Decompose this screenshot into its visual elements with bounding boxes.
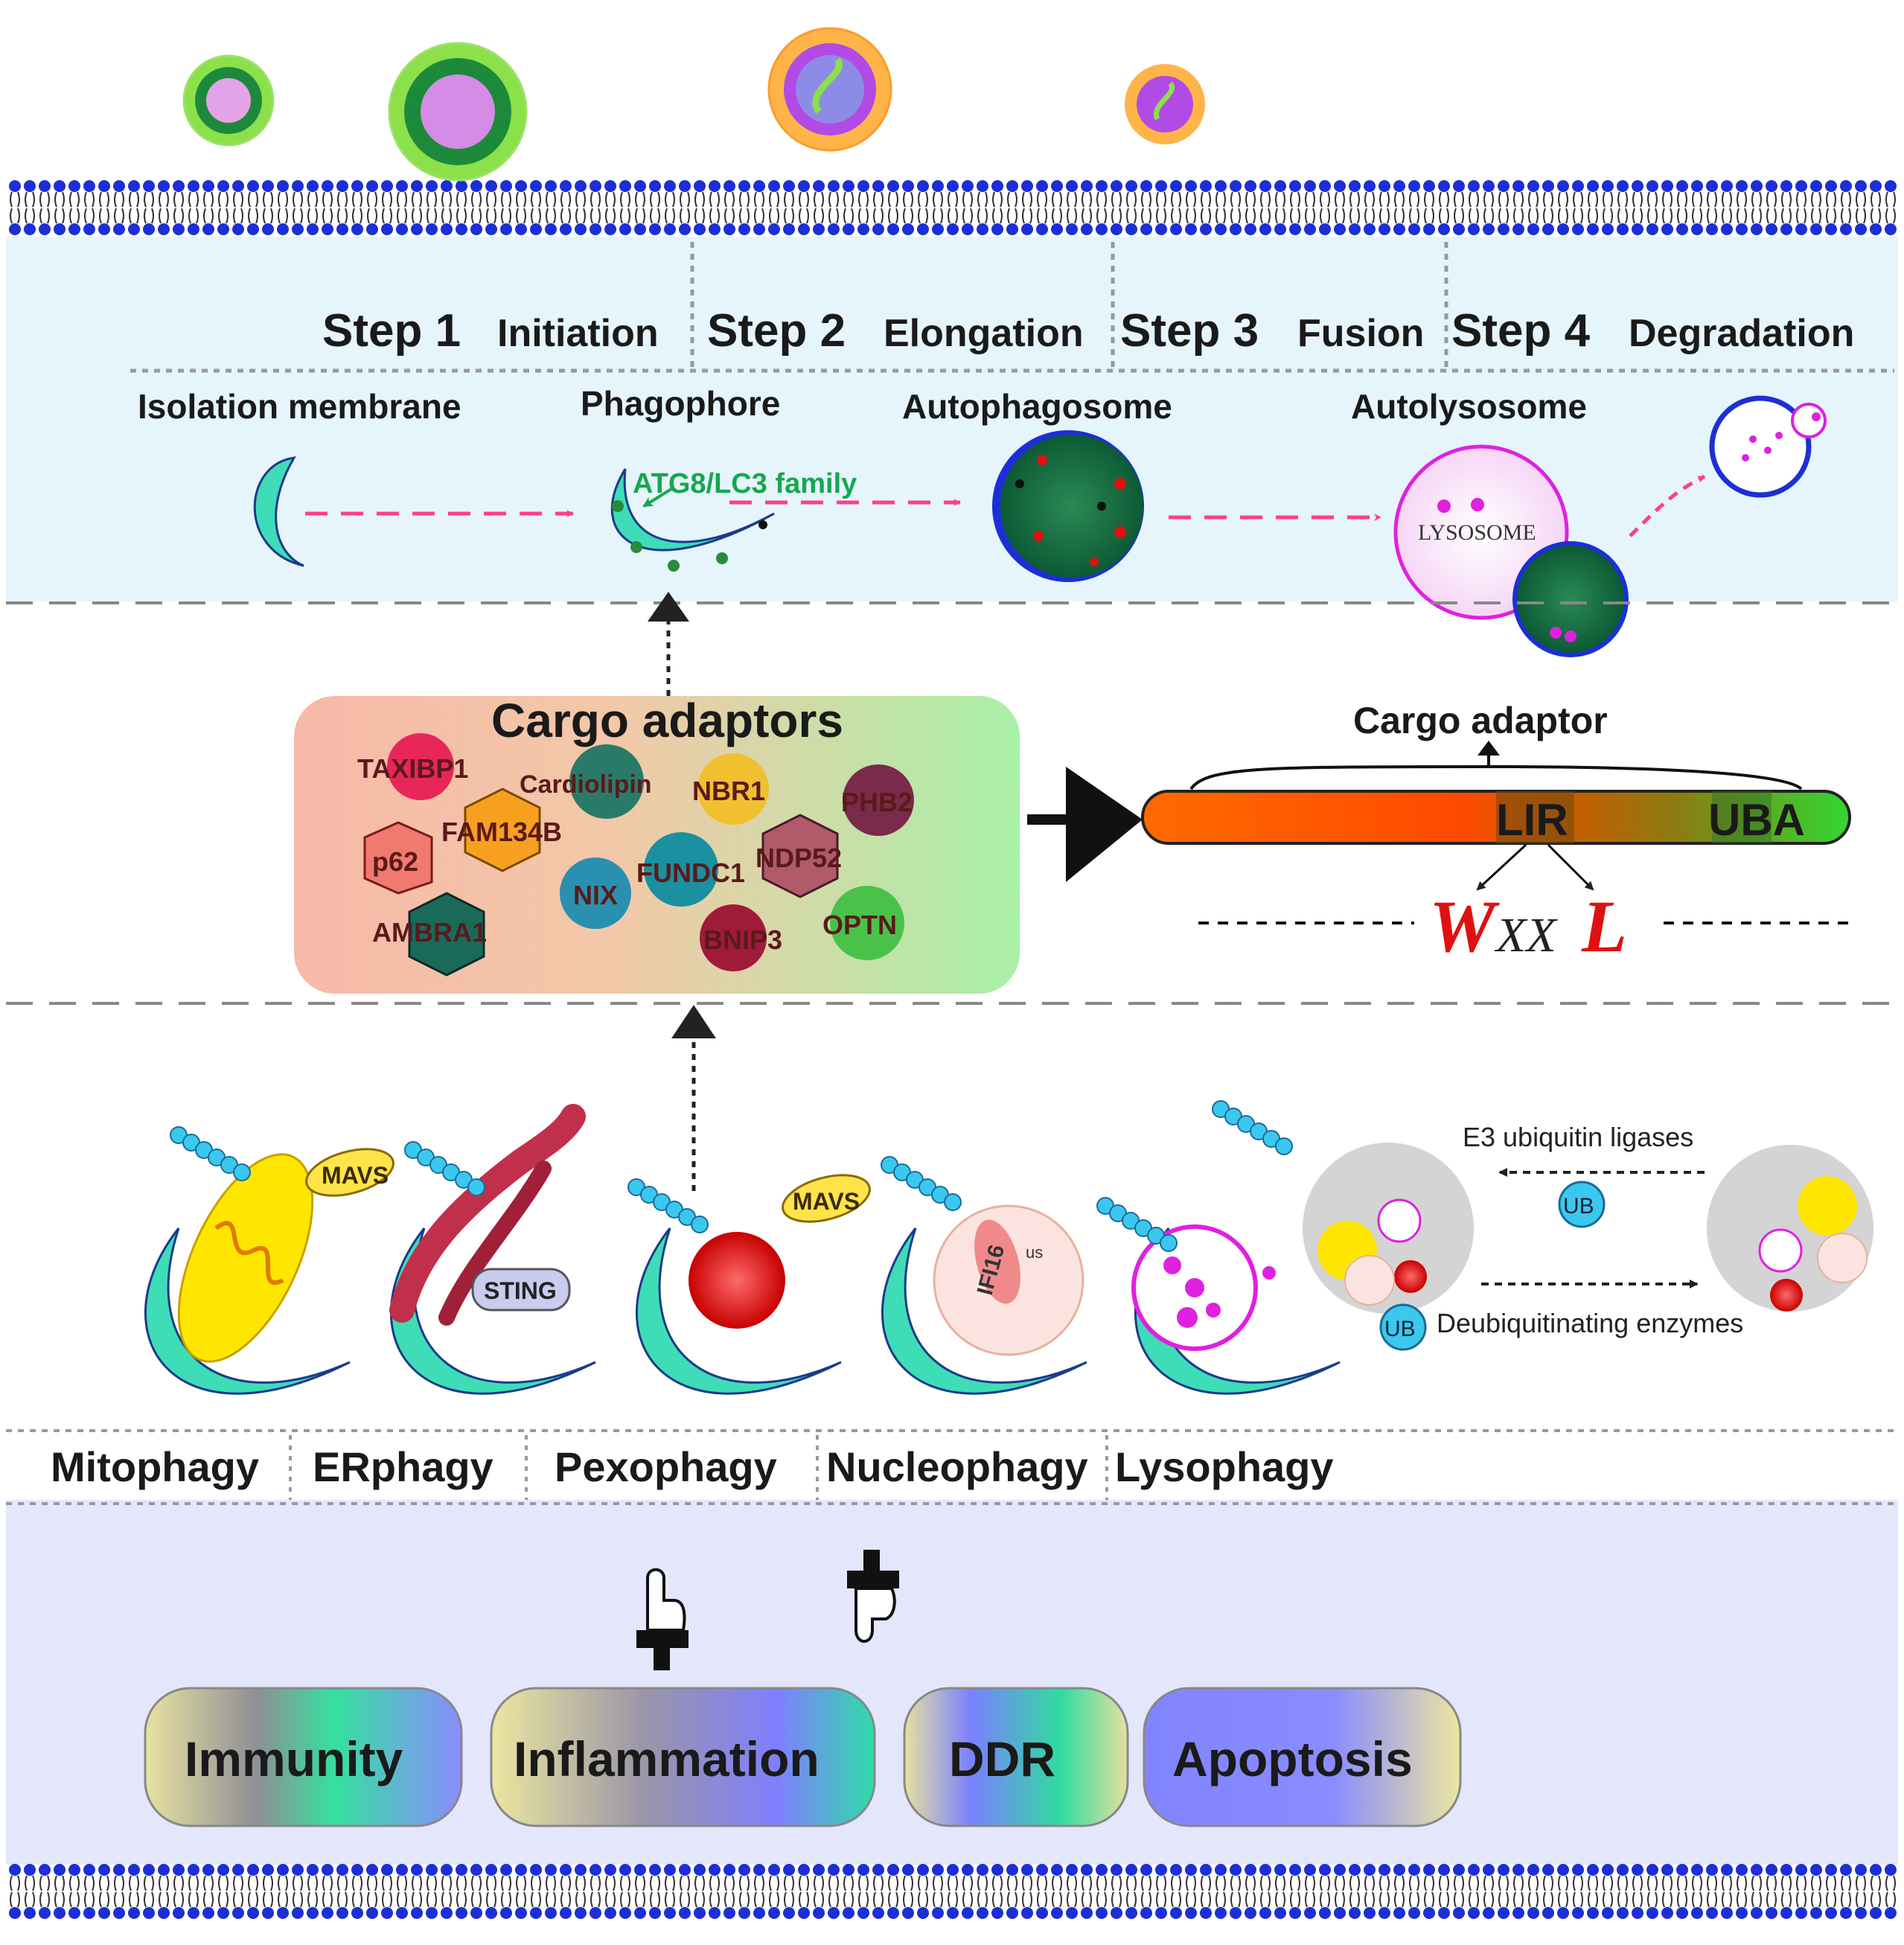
adaptor-nix: NIX xyxy=(573,880,618,910)
phagophore-shape xyxy=(610,468,775,572)
mavs-shape-2 xyxy=(782,1174,871,1223)
motif-xx: XX xyxy=(1494,908,1558,962)
ub-bead-e3 xyxy=(1558,1181,1606,1228)
lir-label: LIR xyxy=(1496,795,1568,845)
motif-w: W xyxy=(1429,885,1500,968)
adaptor-cardiolipin: Cardiolipin xyxy=(520,770,652,799)
stage-isolation-membrane: Isolation membrane xyxy=(138,387,461,426)
dub-label: Deubiquitinating enzymes xyxy=(1437,1308,1743,1338)
virus-particles xyxy=(182,27,1205,182)
arrowhead-to-adaptors xyxy=(671,1005,716,1038)
virus-3 xyxy=(767,27,892,152)
mavs-label-1: MAVS xyxy=(322,1162,389,1189)
adaptor-fam134b: FAM134B xyxy=(441,817,562,847)
atg8-lc3-label: ATG8/LC3 family xyxy=(633,468,857,499)
step-1-name: Initiation xyxy=(497,312,659,355)
step-4-number: Step 4 xyxy=(1451,305,1591,357)
adaptor-taxibp1: TAXIBP1 xyxy=(357,753,468,784)
outcome-ddr: DDR xyxy=(903,1687,1129,1827)
step-3-number: Step 3 xyxy=(1120,305,1259,357)
outcome-ddr-label: DDR xyxy=(949,1731,1055,1786)
step-header: Step 1 Initiation Step 2 Elongation Step… xyxy=(130,242,1894,373)
ub-bead-dub xyxy=(1379,1303,1427,1351)
outcome-immunity: Immunity xyxy=(144,1687,463,1827)
adaptor-fundc1: FUNDC1 xyxy=(636,857,745,888)
ub-label-e3: UB xyxy=(1563,1194,1594,1219)
mitochondrion xyxy=(177,1153,314,1363)
step-3-name: Fusion xyxy=(1297,312,1424,355)
nucleus-label: us xyxy=(1026,1243,1043,1262)
plasma-membrane-top xyxy=(9,180,1897,235)
outcome-inflammation: Inflammation xyxy=(490,1687,876,1827)
adaptor-shapes xyxy=(363,733,914,977)
adaptor-ambra1: AMBRA1 xyxy=(372,917,487,948)
adaptor-p62: p62 xyxy=(372,846,418,877)
cytoplasm-band xyxy=(6,237,1898,601)
cargo-adaptor-bar xyxy=(1141,741,1851,845)
step-1-number: Step 1 xyxy=(322,305,461,357)
cargo-adaptors-title: Cargo adaptors xyxy=(491,694,843,747)
label-pexophagy: Pexophagy xyxy=(555,1443,777,1490)
adaptor-to-bar-arrow xyxy=(1027,767,1143,882)
virus-1 xyxy=(182,54,275,147)
adaptor-phb2: PHB2 xyxy=(841,787,913,817)
label-erphagy: ERphagy xyxy=(313,1443,493,1490)
degradation-vesicle xyxy=(1709,395,1827,498)
peroxisome xyxy=(689,1232,785,1329)
autolysosome-shape: LYSOSOME xyxy=(1393,444,1629,657)
outcome-apoptosis: Apoptosis xyxy=(1143,1687,1462,1827)
virus-4 xyxy=(1125,64,1205,144)
sting-label: STING xyxy=(484,1277,557,1304)
adaptor-ndp52: NDP52 xyxy=(755,843,842,873)
sting-shape xyxy=(471,1268,571,1312)
plasma-membrane-bottom xyxy=(9,1864,1897,1919)
cargo-adaptor-title: Cargo adaptor xyxy=(1353,700,1608,741)
step-4-name: Degradation xyxy=(1629,312,1854,355)
label-lysophagy: Lysophagy xyxy=(1115,1443,1334,1490)
step-2-name: Elongation xyxy=(884,312,1084,355)
autophagosome-shape xyxy=(992,430,1144,582)
ub-label-dub: UB xyxy=(1384,1317,1416,1341)
stage-phagophore: Phagophore xyxy=(581,384,780,423)
er-structure xyxy=(389,1104,586,1326)
label-nucleophagy: Nucleophagy xyxy=(826,1443,1088,1490)
ubiquitinated-cell xyxy=(1303,1143,1474,1314)
nucleus xyxy=(933,1204,1084,1356)
mavs-label-2: MAVS xyxy=(793,1188,860,1215)
mavs-shape-1 xyxy=(305,1148,394,1197)
ubiquitin-chains xyxy=(170,1100,1293,1252)
e3-ligases-label: E3 ubiquitin ligases xyxy=(1463,1122,1693,1152)
lir-arrow-right xyxy=(1547,843,1594,891)
deubiquitinated-cell xyxy=(1707,1145,1873,1312)
inhibit-hand-icon xyxy=(847,1550,899,1643)
lir-arrow-left xyxy=(1476,843,1527,891)
uba-label: UBA xyxy=(1708,795,1805,845)
damaged-lysosome xyxy=(1131,1224,1276,1351)
step-2-number: Step 2 xyxy=(707,305,846,357)
adaptor-bnip3: BNIP3 xyxy=(703,924,782,955)
atg8-pointer xyxy=(642,486,675,508)
stage-autophagosome: Autophagosome xyxy=(902,387,1172,426)
label-mitophagy: Mitophagy xyxy=(51,1443,259,1490)
promote-hand-icon xyxy=(636,1568,689,1670)
arrowhead-to-phagophore xyxy=(648,592,689,622)
outcome-immunity-label: Immunity xyxy=(185,1731,403,1786)
stage-autolysosome: Autolysosome xyxy=(1351,387,1587,426)
adaptor-optn: OPTN xyxy=(822,910,897,940)
adaptor-nbr1: NBR1 xyxy=(692,776,765,806)
outcome-apoptosis-label: Apoptosis xyxy=(1172,1731,1413,1786)
motif-l: L xyxy=(1581,885,1627,968)
isolation-membrane-shape xyxy=(253,456,304,567)
lysosome-label: LYSOSOME xyxy=(1418,520,1536,545)
virus-2 xyxy=(388,42,528,182)
outcome-inflammation-label: Inflammation xyxy=(514,1731,820,1786)
